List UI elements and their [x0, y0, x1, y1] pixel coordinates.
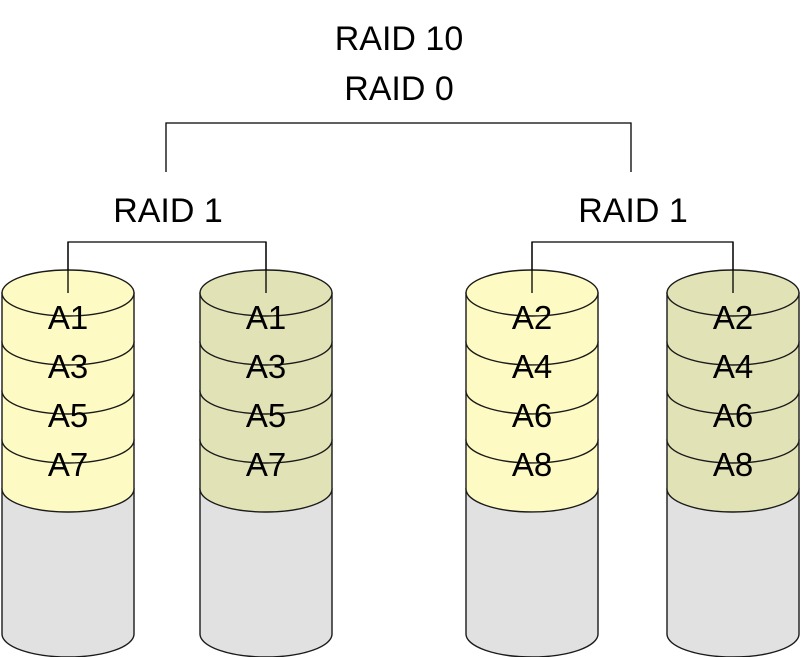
block-label: A3 [48, 348, 88, 385]
block-label: A4 [713, 348, 753, 385]
block-label: A4 [512, 348, 552, 385]
block-label: A7 [48, 446, 88, 483]
block-label: A6 [512, 397, 552, 434]
block-label: A2 [713, 299, 753, 336]
block-label: A1 [246, 299, 286, 336]
disk-empty-space [465, 488, 599, 657]
raid10-label: RAID 10 [335, 20, 464, 58]
raid0-connector [165, 122, 632, 172]
raid0-label: RAID 0 [344, 70, 454, 108]
block-label: A2 [512, 299, 552, 336]
raid1-left-label: RAID 1 [113, 192, 223, 230]
raid1-right-label: RAID 1 [578, 192, 688, 230]
disk-empty-space [199, 488, 333, 657]
block-label: A8 [512, 446, 552, 483]
disk-empty-space [1, 488, 135, 657]
block-label: A5 [246, 397, 286, 434]
block-label: A6 [713, 397, 753, 434]
block-label: A8 [713, 446, 753, 483]
block-label: A1 [48, 299, 88, 336]
block-label: A3 [246, 348, 286, 385]
disk-empty-space [666, 488, 800, 657]
block-label: A5 [48, 397, 88, 434]
block-label: A7 [246, 446, 286, 483]
